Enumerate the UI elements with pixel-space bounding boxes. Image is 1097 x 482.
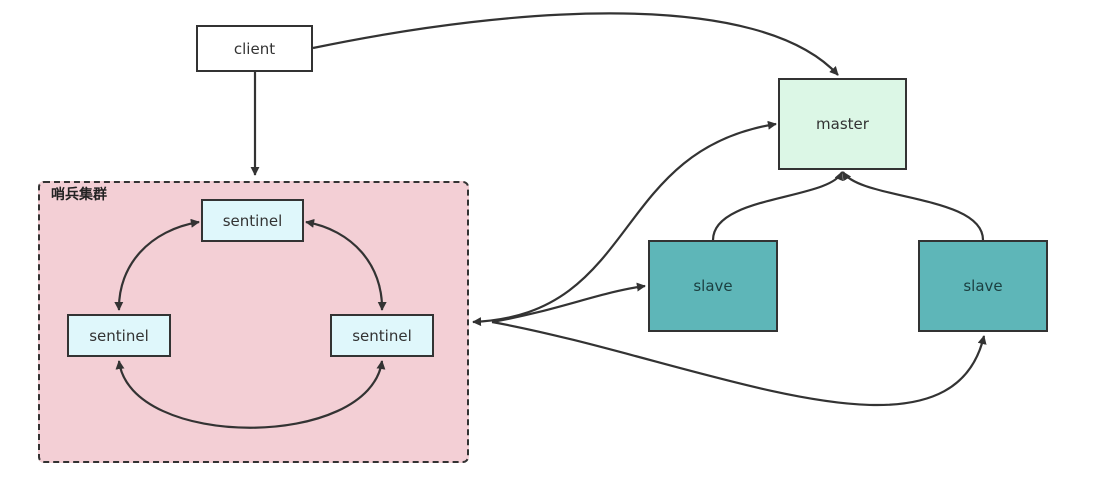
slave-node-1: slave [648, 240, 778, 332]
sentinel-node-left: sentinel [67, 314, 171, 357]
master-node: master [778, 78, 907, 170]
client-node: client [196, 25, 313, 72]
slave-node-2-label: slave [963, 277, 1003, 295]
sentinel-node-left-label: sentinel [89, 326, 149, 345]
sentinel-node-top-label: sentinel [222, 211, 283, 230]
edge-slave-1-to-master [711, 171, 844, 241]
sentinel-node-top: sentinel [201, 199, 304, 242]
edge-client-to-master [312, 12, 839, 76]
edge-sentinel-top-left [114, 218, 200, 311]
edge-cluster-to-master [472, 120, 777, 327]
edge-sentinel-top-right [305, 218, 387, 311]
master-node-label: master [816, 115, 869, 133]
sentinel-node-right-label: sentinel [352, 326, 412, 345]
edge-sentinel-left-right [115, 360, 386, 429]
slave-node-2: slave [918, 240, 1048, 332]
edge-slave-2-to-master [842, 171, 985, 241]
sentinel-node-right: sentinel [330, 314, 434, 357]
client-node-label: client [233, 39, 276, 58]
slave-node-1-label: slave [693, 277, 733, 295]
edge-cluster-to-slave-1 [491, 282, 646, 324]
sentinel-cluster-label: 哨兵集群 [51, 187, 107, 203]
edge-cluster-to-slave-2 [491, 320, 987, 407]
